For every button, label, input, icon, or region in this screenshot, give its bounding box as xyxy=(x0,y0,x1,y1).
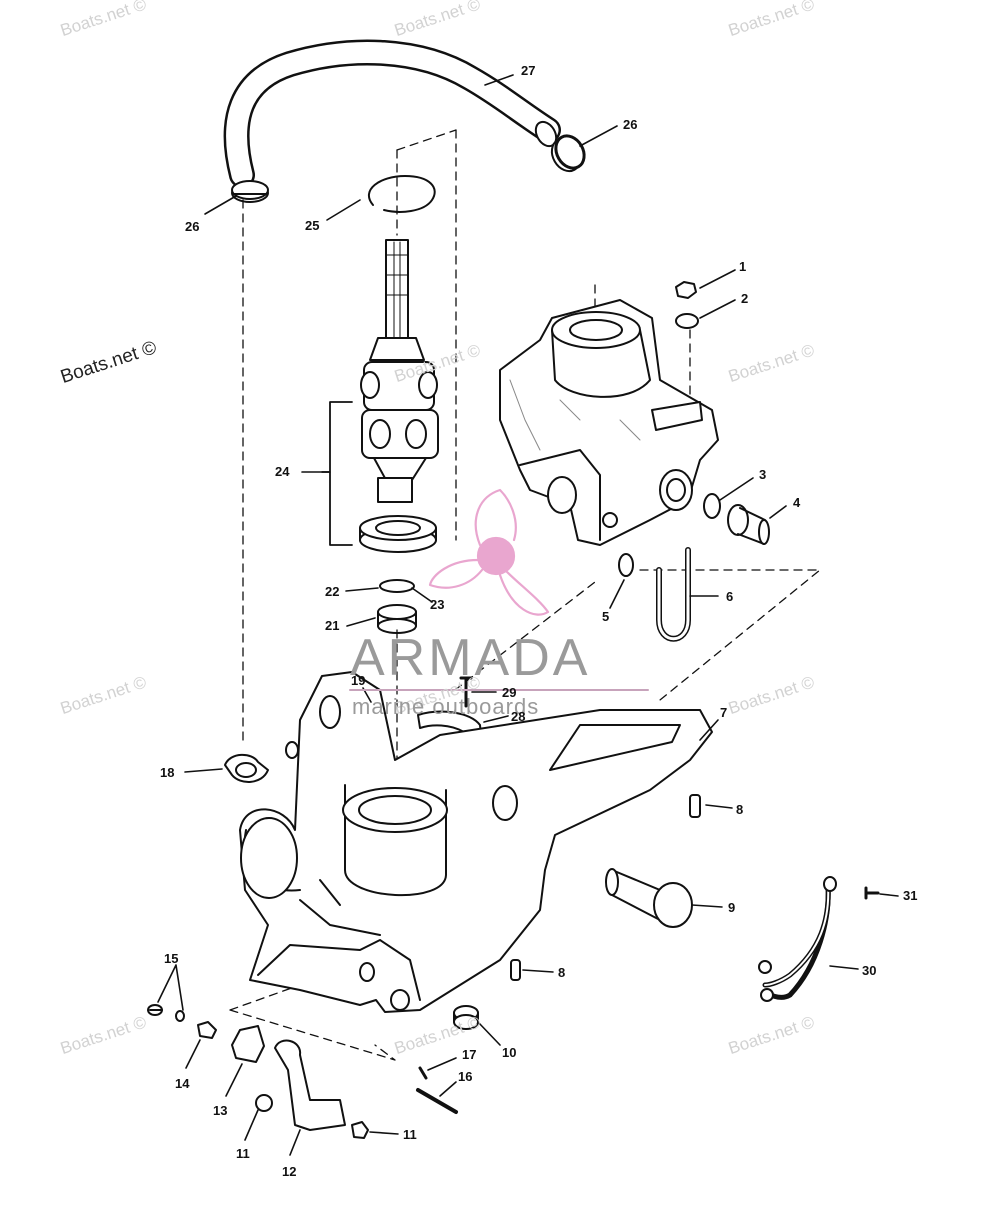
bracket-13 xyxy=(231,1025,265,1063)
u-joint-24 xyxy=(360,239,439,503)
callout-10: 10 xyxy=(502,1045,517,1060)
gimbal-housing xyxy=(499,299,719,546)
callout-14: 14 xyxy=(175,1076,190,1091)
callout-26: 26 xyxy=(185,219,200,234)
callout-11: 11 xyxy=(403,1127,417,1142)
callout-5: 5 xyxy=(602,609,610,624)
washer-3 xyxy=(703,493,721,519)
callout-28: 28 xyxy=(511,709,526,724)
callout-19: 19 xyxy=(351,673,366,688)
callout-17: 17 xyxy=(462,1047,477,1062)
logo-wordmark: ARMADA xyxy=(350,629,591,687)
washer-2 xyxy=(675,313,699,329)
callout-21: 21 xyxy=(325,618,340,633)
nut-11-right xyxy=(351,1121,369,1139)
callout-22: 22 xyxy=(325,584,340,599)
callout-13: 13 xyxy=(213,1103,228,1118)
pivot-pin-9 xyxy=(605,868,693,928)
callout-8: 8 xyxy=(736,802,744,817)
hose-clamp-26-left xyxy=(231,180,269,203)
callout-18: 18 xyxy=(160,765,175,780)
nut-1 xyxy=(675,281,697,299)
bushing-10 xyxy=(453,1005,479,1030)
armada-logo-mark xyxy=(428,488,550,616)
callout-15: 15 xyxy=(164,951,179,966)
callout-6: 6 xyxy=(726,589,734,604)
callout-11: 11 xyxy=(236,1146,250,1161)
callout-1: 1 xyxy=(739,259,747,274)
fitting-18 xyxy=(224,753,269,783)
leader-lines xyxy=(157,74,899,1156)
pin-4 xyxy=(727,504,770,545)
callout-25: 25 xyxy=(305,218,320,233)
callout-8: 8 xyxy=(558,965,566,980)
bushing-11-left xyxy=(255,1094,273,1112)
bracket-24 xyxy=(321,401,353,546)
callout-9: 9 xyxy=(728,900,736,915)
sleeve-21 xyxy=(377,604,417,634)
arm-12 xyxy=(274,1039,346,1131)
washer-5 xyxy=(618,553,634,577)
transom-bracket-7 xyxy=(239,671,713,1013)
bearing-24 xyxy=(359,515,437,553)
snap-ring-25 xyxy=(367,175,436,213)
callout-12: 12 xyxy=(282,1164,297,1179)
screw-15 xyxy=(147,1004,185,1022)
nut-14 xyxy=(197,1021,217,1039)
callout-30: 30 xyxy=(862,963,877,978)
pin-8-lower xyxy=(510,959,521,981)
callout-24: 24 xyxy=(275,464,290,479)
callout-16: 16 xyxy=(458,1069,473,1084)
pin-16 xyxy=(416,1088,458,1114)
callout-23: 23 xyxy=(430,597,445,612)
callout-3: 3 xyxy=(759,467,767,482)
callout-2: 2 xyxy=(741,291,749,306)
u-bolt-6 xyxy=(656,547,691,642)
screw-31 xyxy=(864,886,880,900)
callout-4: 4 xyxy=(793,495,801,510)
callout-29: 29 xyxy=(502,685,517,700)
water-hose-27 xyxy=(223,39,561,188)
callout-31: 31 xyxy=(903,888,918,903)
pin-8-upper xyxy=(689,794,701,818)
callout-27: 27 xyxy=(521,63,536,78)
ground-strap-30 xyxy=(758,876,837,1002)
callout-26: 26 xyxy=(623,117,638,132)
o-ring-22 xyxy=(379,579,415,593)
callout-7: 7 xyxy=(720,705,728,720)
axis-lines xyxy=(229,129,821,1061)
logo-tagline: marine outboards xyxy=(352,694,540,719)
screw-29 xyxy=(459,676,473,708)
pin-17 xyxy=(418,1066,428,1080)
